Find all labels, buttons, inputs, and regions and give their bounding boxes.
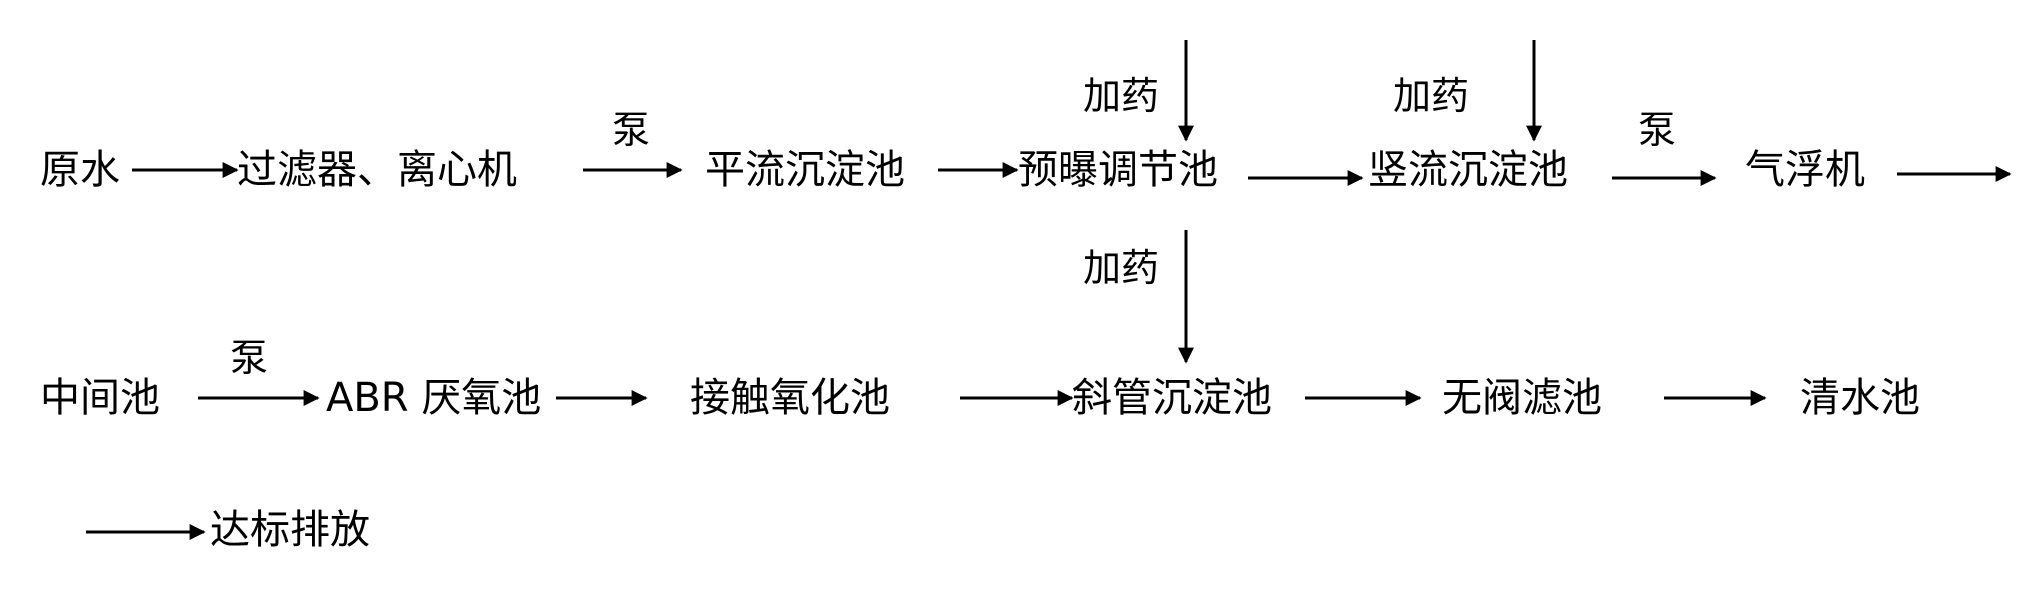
node-discharge: 达标排放 — [210, 507, 370, 553]
node-clear-water-tank: 清水池 — [1800, 375, 1920, 421]
label-dosing-1: 加药 — [1083, 74, 1160, 118]
label-dosing-3: 加药 — [1083, 246, 1160, 290]
label-pump-2: 泵 — [1638, 108, 1677, 152]
node-abr-anaerobic: ABR 厌氧池 — [326, 375, 542, 421]
node-vertical-sedimentation: 竖流沉淀池 — [1368, 147, 1568, 193]
node-air-flotation: 气浮机 — [1745, 147, 1865, 193]
label-pump-1: 泵 — [612, 108, 651, 152]
node-advection-sedimentation: 平流沉淀池 — [705, 147, 905, 193]
node-filter-centrifuge: 过滤器、离心机 — [237, 147, 517, 193]
node-contact-oxidation: 接触氧化池 — [690, 375, 890, 421]
node-inclined-tube-sedimentation: 斜管沉淀池 — [1072, 375, 1272, 421]
label-dosing-2: 加药 — [1393, 74, 1470, 118]
node-valveless-filter: 无阀滤池 — [1442, 375, 1602, 421]
node-intermediate-tank: 中间池 — [40, 375, 160, 421]
label-pump-3: 泵 — [230, 336, 269, 380]
node-pre-aeration-tank: 预曝调节池 — [1018, 147, 1218, 193]
node-raw-water: 原水 — [40, 147, 120, 193]
